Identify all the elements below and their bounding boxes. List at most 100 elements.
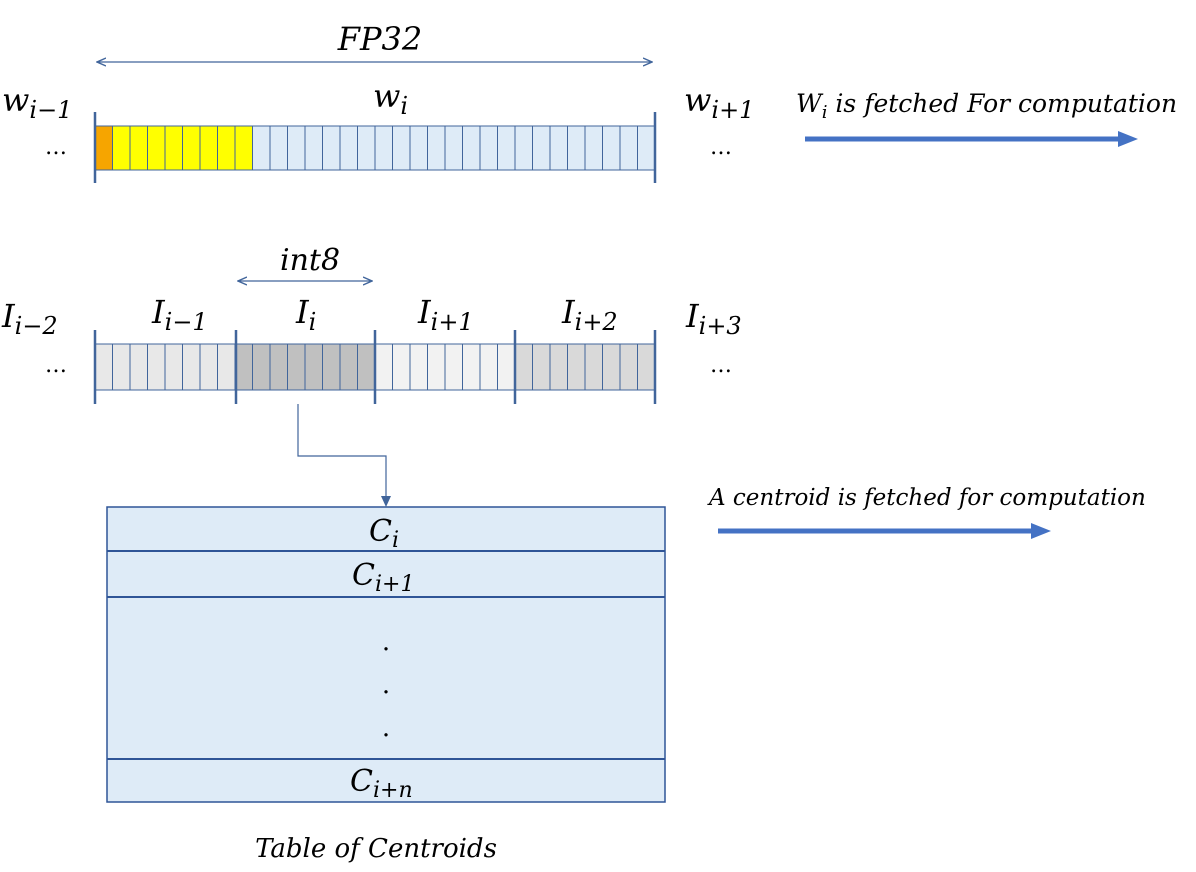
int8-segment-3-bit: [549, 343, 568, 391]
centroid-fetch-arrow: A centroid is fetched for computation: [707, 485, 1146, 539]
fp32-span: FP32: [97, 20, 652, 62]
int8-segment-3-bit: [567, 343, 586, 391]
fp32-exponent-bit: [129, 125, 148, 171]
fp32-mantissa-bit: [252, 125, 271, 171]
fp32-mantissa-bit: [602, 125, 621, 171]
int8-segment-0-bit: [199, 343, 218, 391]
int8-segment-2-bit: [409, 343, 428, 391]
fp32-left-ellipsis: …: [45, 135, 67, 160]
i-seg0-label: Ii−1: [151, 293, 208, 336]
fp32-mantissa-bit: [287, 125, 306, 171]
int8-segment-0-bit: [112, 343, 131, 391]
fp32-fetch-text: Wi is fetched For computation: [796, 89, 1177, 123]
int8-segment-1-bit: [287, 343, 306, 391]
fp32-fetch-arrow: Wi is fetched For computation: [796, 89, 1177, 147]
int8-segment-0-bit: [182, 343, 201, 391]
int8-segment-1-bit: [252, 343, 271, 391]
int8-segment-1-bit: [234, 343, 253, 391]
fp32-labels: wi−1 wi wi+1 … …: [2, 77, 754, 160]
int8-segment-3-bit: [619, 343, 638, 391]
fp32-exponent-bit: [112, 125, 131, 171]
i-seg1-label: Ii: [295, 293, 316, 336]
fp32-mantissa-bit: [497, 125, 516, 171]
fp32-mantissa-bit: [637, 125, 656, 171]
centroid-row-0: Ci: [369, 514, 399, 553]
fp32-mantissa-bit: [567, 125, 586, 171]
int8-right-ellipsis: …: [710, 353, 732, 378]
fp32-bit-strip: [94, 125, 656, 171]
int8-segment-0-bit: [147, 343, 166, 391]
int8-span: int8: [238, 243, 372, 281]
w-current-label: wi: [373, 77, 408, 120]
int8-segment-2-bit: [392, 343, 411, 391]
int8-segment-0-bit: [94, 343, 113, 391]
int8-ticks: [93, 330, 657, 404]
int8-bit-strip: [94, 343, 656, 391]
fp32-mantissa-bit: [532, 125, 551, 171]
fp32-exponent-bit: [199, 125, 218, 171]
int8-segment-2-bit: [479, 343, 498, 391]
int8-segment-3-bit: [532, 343, 551, 391]
int8-segment-2-bit: [374, 343, 393, 391]
centroid-row-1: Ci+1: [352, 558, 414, 597]
w-prev-label: wi−1: [2, 81, 72, 124]
int8-left-ellipsis: …: [45, 353, 67, 378]
fp32-mantissa-bit: [374, 125, 393, 171]
centroid-table: Ci Ci+1 . . . Ci+n: [106, 506, 666, 803]
int8-segment-1-bit: [269, 343, 288, 391]
i-seg2-label: Ii+1: [417, 293, 474, 336]
int8-segment-2-bit: [497, 343, 516, 391]
fp32-mantissa-bit: [584, 125, 603, 171]
fp32-mantissa-bit: [409, 125, 428, 171]
index-to-centroid-connector: [297, 404, 391, 507]
centroid-dot-1: .: [382, 670, 390, 700]
fp32-sign-bit: [94, 125, 113, 171]
centroid-arrow-head: [1031, 523, 1051, 539]
fp32-right-ellipsis: …: [710, 135, 732, 160]
fp32-mantissa-bit: [304, 125, 323, 171]
int8-segment-1-bit: [339, 343, 358, 391]
int8-segment-3-bit: [602, 343, 621, 391]
int8-segment-1-bit: [322, 343, 341, 391]
int8-segment-3-bit: [637, 343, 656, 391]
fp32-mantissa-bit: [549, 125, 568, 171]
w-next-label: wi+1: [684, 81, 754, 124]
int8-segment-0-bit: [217, 343, 236, 391]
int8-label: int8: [280, 243, 340, 278]
fp32-mantissa-bit: [479, 125, 498, 171]
centroid-dot-2: .: [382, 713, 390, 743]
fp32-mantissa-bit: [357, 125, 376, 171]
int8-segment-2-bit: [444, 343, 463, 391]
int8-segment-1-bit: [304, 343, 323, 391]
fp32-arrow-head: [1118, 131, 1138, 147]
fp32-mantissa-bit: [339, 125, 358, 171]
i-outer-left-label: Ii−2: [1, 297, 58, 340]
i-seg3-label: Ii+2: [561, 293, 618, 336]
int8-segment-1-bit: [357, 343, 376, 391]
int8-segment-3-bit: [514, 343, 533, 391]
fp32-exponent-bit: [217, 125, 236, 171]
fp32-exponent-bit: [234, 125, 253, 171]
fp32-exponent-bit: [164, 125, 183, 171]
fp32-label: FP32: [337, 20, 422, 58]
fp32-mantissa-bit: [322, 125, 341, 171]
int8-segment-3-bit: [584, 343, 603, 391]
fp32-mantissa-bit: [462, 125, 481, 171]
fp32-exponent-bit: [182, 125, 201, 171]
centroid-fetch-text: A centroid is fetched for computation: [707, 485, 1146, 511]
fp32-mantissa-bit: [444, 125, 463, 171]
i-outer-right-label: Ii+3: [685, 297, 742, 340]
centroid-dot-0: .: [382, 627, 390, 657]
int8-segment-0-bit: [129, 343, 148, 391]
int8-segment-2-bit: [462, 343, 481, 391]
connector-arrow-head: [381, 496, 391, 507]
fp32-mantissa-bit: [619, 125, 638, 171]
fp32-exponent-bit: [147, 125, 166, 171]
fp32-mantissa-bit: [392, 125, 411, 171]
table-caption: Table of Centroids: [255, 834, 497, 864]
int8-segment-2-bit: [427, 343, 446, 391]
fp32-mantissa-bit: [514, 125, 533, 171]
fp32-mantissa-bit: [269, 125, 288, 171]
centroid-row-last: Ci+n: [350, 764, 413, 803]
